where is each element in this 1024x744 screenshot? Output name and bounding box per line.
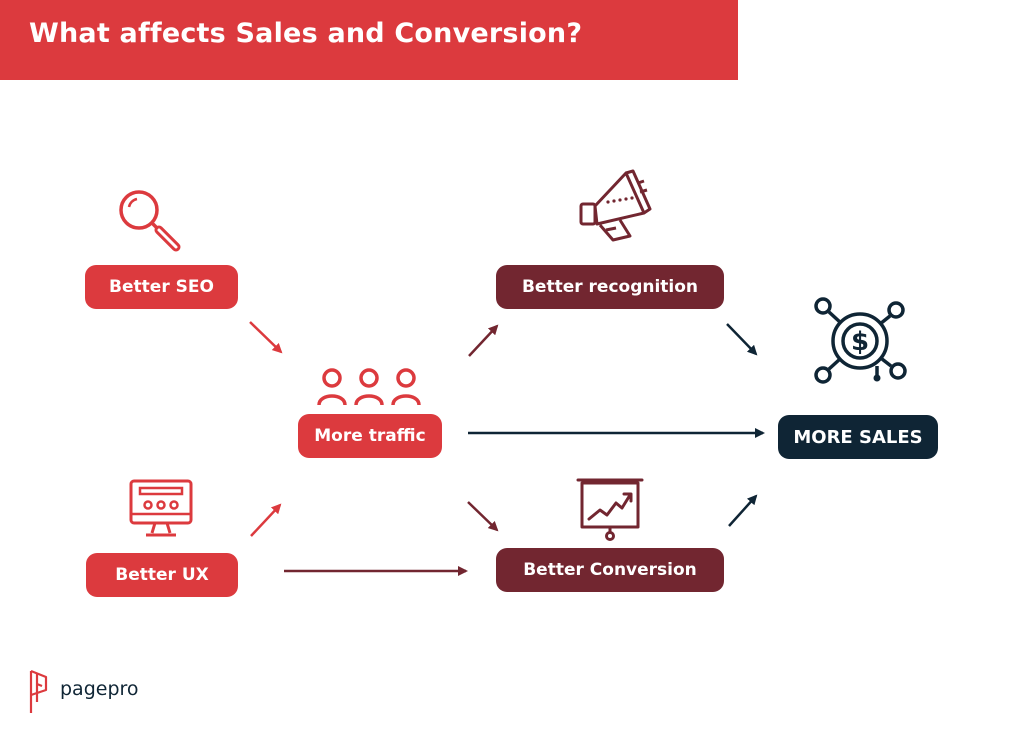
pagepro-logo-icon xyxy=(29,669,48,713)
node-more-sales: MORE SALES xyxy=(778,415,938,459)
people-icon xyxy=(317,368,421,406)
page-title: What affects Sales and Conversion? xyxy=(29,18,583,49)
node-better-conversion: Better Conversion xyxy=(496,548,724,592)
node-better-recognition: Better recognition xyxy=(496,265,724,309)
magnifier-icon xyxy=(119,190,181,252)
monitor-icon xyxy=(129,479,193,537)
header-bar xyxy=(0,0,738,80)
arrow-traffic-to-conversion xyxy=(467,501,499,532)
arrow-recognition-to-sales xyxy=(726,323,758,356)
arrow-ux-to-traffic xyxy=(250,503,282,537)
megaphone-icon xyxy=(579,169,652,242)
brand-name: pagepro xyxy=(60,678,139,700)
svg-text:$: $ xyxy=(851,327,869,357)
arrow-seo-to-traffic xyxy=(249,321,283,354)
node-more-traffic: More traffic xyxy=(298,414,442,458)
arrow-conversion-to-sales xyxy=(728,494,758,527)
node-better-seo: Better SEO xyxy=(85,265,238,309)
dollar-network-icon: $ xyxy=(814,297,907,384)
arrow-traffic-to-recognition xyxy=(468,324,499,357)
node-better-ux: Better UX xyxy=(86,553,238,597)
presentation-chart-icon xyxy=(576,478,644,541)
